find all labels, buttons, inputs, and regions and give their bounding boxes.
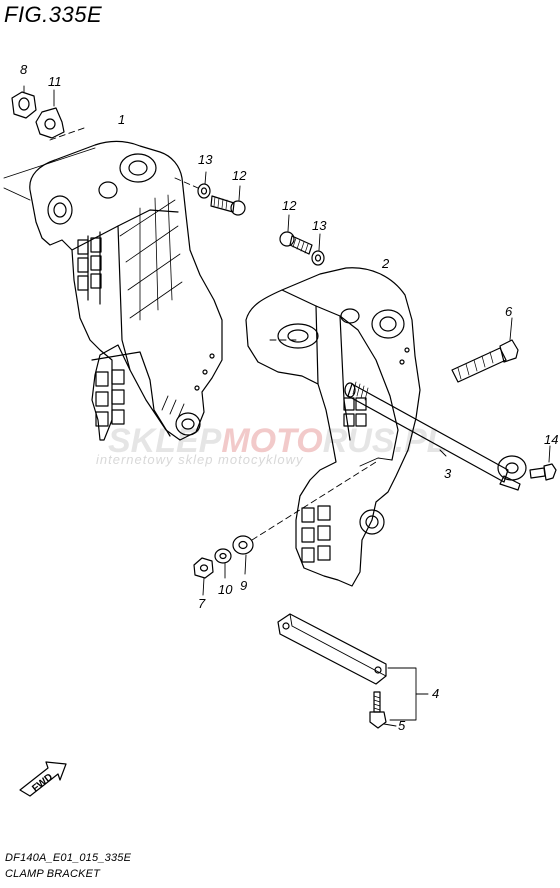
callout-9: 9 bbox=[240, 578, 247, 593]
callout-3: 3 bbox=[444, 466, 452, 481]
part-12-bolt-lower bbox=[279, 214, 313, 255]
part-1-clamp-bracket-left bbox=[3, 127, 223, 441]
figure-code: DF140A_E01_015_335E bbox=[5, 852, 132, 864]
figure-name: CLAMP BRACKET bbox=[5, 868, 101, 880]
callout-13: 13 bbox=[198, 152, 213, 167]
svg-text:SKLEPMOTORUS.PL: SKLEPMOTORUS.PL bbox=[108, 422, 447, 460]
part-8-nut bbox=[11, 85, 37, 119]
figure-title: FIG.335E bbox=[4, 2, 103, 27]
part-13-washer-lower bbox=[311, 233, 325, 266]
callout-numbers: 8 11 1 13 12 12 13 2 6 14 3 9 10 7 4 5 bbox=[20, 62, 558, 733]
part-3-shaft bbox=[269, 339, 527, 491]
callout-5: 5 bbox=[398, 718, 406, 733]
callout-12: 12 bbox=[282, 198, 297, 213]
callout-11: 11 bbox=[48, 74, 62, 89]
part-2-clamp-bracket-right bbox=[245, 267, 421, 587]
part-14-bolt bbox=[529, 445, 557, 481]
part-6-bolt bbox=[451, 317, 519, 383]
part-9-washer bbox=[232, 535, 254, 575]
callout-12: 12 bbox=[232, 168, 247, 183]
watermark: SKLEPMOTORUS.PL internetowy sklep motocy… bbox=[96, 422, 447, 467]
callout-7: 7 bbox=[198, 596, 206, 611]
callout-4: 4 bbox=[432, 686, 439, 701]
callout-2: 2 bbox=[381, 256, 390, 271]
callout-8: 8 bbox=[20, 62, 28, 77]
callout-10: 10 bbox=[218, 582, 233, 597]
part-5-bolt bbox=[369, 691, 397, 729]
callout-6: 6 bbox=[505, 304, 513, 319]
part-7-nut bbox=[193, 557, 214, 596]
part-12-bolt-upper bbox=[210, 185, 246, 216]
svg-text:internetowy sklep motocyklowy: internetowy sklep motocyklowy bbox=[96, 452, 304, 467]
part-13-washer-upper bbox=[197, 171, 211, 199]
callout-1: 1 bbox=[118, 112, 125, 127]
dashed-leader-lines bbox=[251, 461, 377, 541]
part-4-plate bbox=[277, 613, 429, 721]
callout-14: 14 bbox=[544, 432, 558, 447]
part-10-washer bbox=[214, 548, 232, 579]
part-11-plate bbox=[35, 89, 65, 139]
callout-13: 13 bbox=[312, 218, 327, 233]
fwd-arrow-icon: FWD bbox=[19, 761, 67, 797]
